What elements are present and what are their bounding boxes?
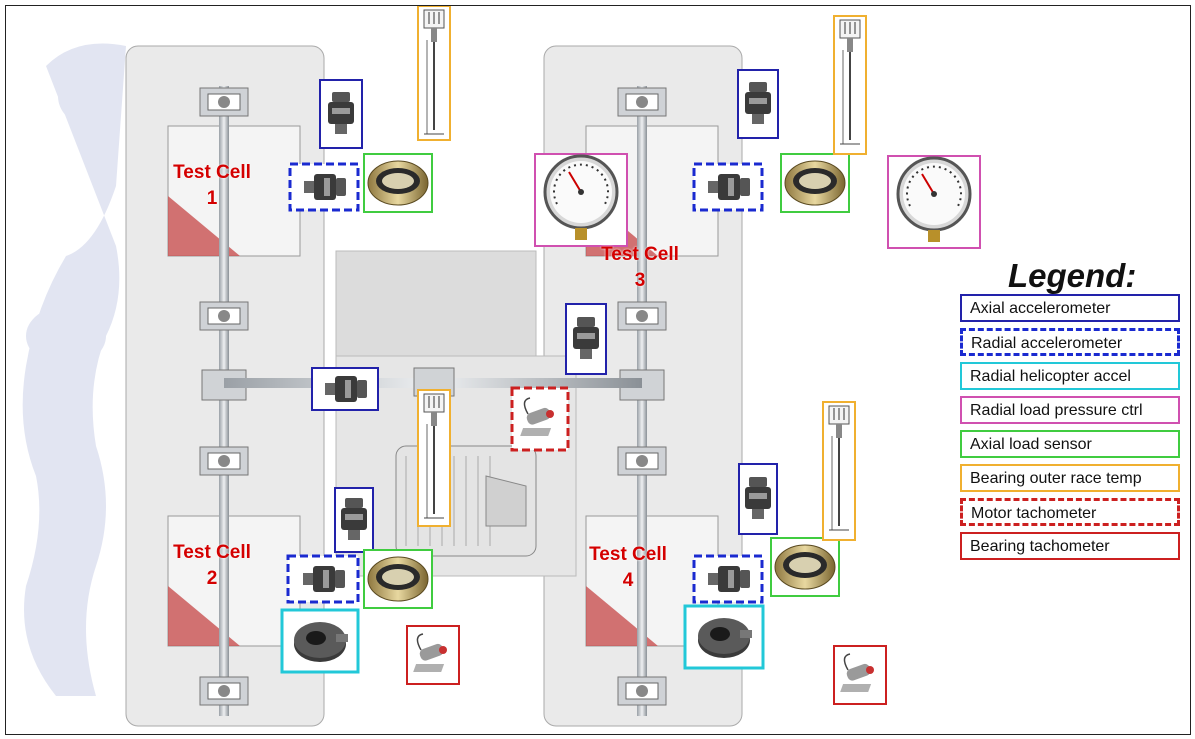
test-cell-3-number: 3 [634,270,646,291]
axial-load-sensor-1 [363,153,433,213]
test-cell-2-label: Test Cell 2 [166,540,258,592]
test-cell-1-title: Test Cell [173,162,251,183]
axial-accelerometer-3 [334,487,374,553]
temperature-probe-1 [417,6,451,141]
temperature-probe-4 [822,401,856,541]
test-cell-4-label: Test Cell 4 [582,542,674,594]
legend-item: Motor tachometer [960,498,1180,526]
axial-accelerometer-4 [737,69,779,139]
legend-item: Radial load pressure ctrl [960,396,1180,424]
axial-accelerometer-6 [738,463,778,535]
test-cell-4-title: Test Cell [589,544,667,565]
axial-load-sensor-3 [780,153,850,213]
test-rig-diagram [22,6,981,727]
axial-accelerometer-5 [565,303,607,375]
test-cell-1-number: 1 [206,188,218,209]
axial-load-sensor-4 [770,537,840,597]
helicopter-accel-1 [280,608,360,674]
motor-tachometer [510,386,570,452]
test-cell-3-label: Test Cell 3 [594,242,686,294]
axial-accelerometer-1 [319,79,363,149]
test-cell-4-number: 4 [622,570,634,591]
bearing-tachometer-2 [833,645,887,705]
legend-item: Bearing outer race temp [960,464,1180,492]
pressure-gauge-2 [887,155,981,249]
radial-accelerometer-4 [692,554,764,604]
legend-title: Legend: [1008,257,1137,294]
radial-accelerometer-3 [692,162,764,212]
diagram-frame: Test Cell 1 Test Cell 2 Test Cell 3 Test… [5,5,1191,735]
pressure-gauge-1 [534,153,628,247]
legend-item: Axial accelerometer [960,294,1180,322]
legend-item: Radial accelerometer [960,328,1180,356]
background-skeleton [22,43,127,696]
temperature-probe-2 [833,15,867,155]
axial-accelerometer-2 [311,367,379,411]
axial-load-sensor-2 [363,549,433,609]
helicopter-accel-2 [683,604,765,670]
test-cell-2-number: 2 [206,568,218,589]
test-cell-2-title: Test Cell [173,542,251,563]
legend-item: Axial load sensor [960,430,1180,458]
radial-accelerometer-2 [286,554,360,604]
legend-item: Radial helicopter accel [960,362,1180,390]
test-cell-3-title: Test Cell [601,244,679,265]
test-cell-1-label: Test Cell 1 [166,160,258,212]
load-ring-icon [367,160,429,206]
radial-accelerometer-1 [288,162,360,212]
temperature-probe-3 [417,389,451,527]
bearing-tachometer-1 [406,625,460,685]
legend-item: Bearing tachometer [960,532,1180,560]
